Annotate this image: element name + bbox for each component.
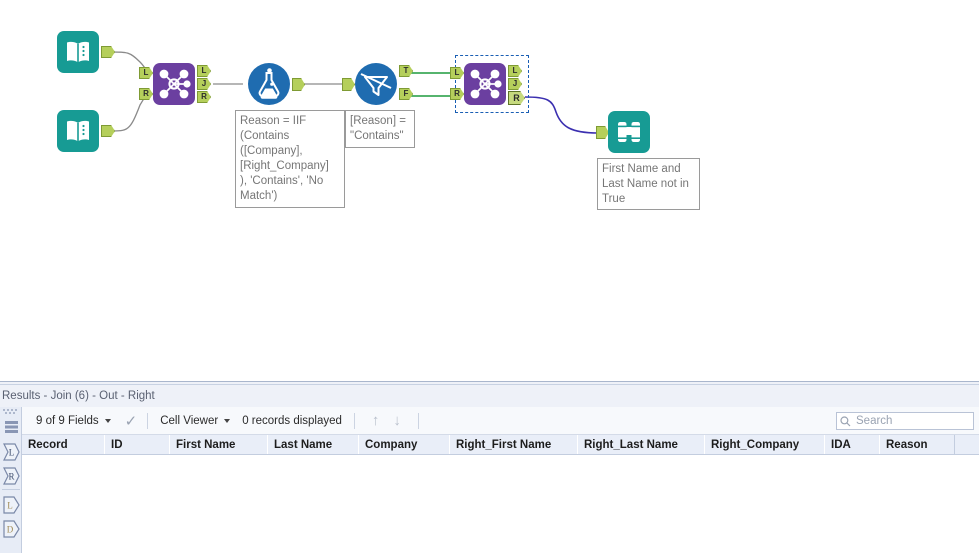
- rail-separator: [2, 489, 20, 490]
- join-input-anchor-l[interactable]: L: [139, 67, 153, 79]
- results-table: Record ID First Name Last Name Company R…: [22, 435, 979, 553]
- pane-divider-shadow: [0, 384, 979, 385]
- toolbar-separator: [353, 412, 355, 429]
- pentagon-d-icon: D: [3, 520, 20, 538]
- svg-text:D: D: [7, 525, 14, 535]
- pentagon-l-icon: L: [3, 496, 20, 514]
- join-tool-body[interactable]: [153, 63, 195, 105]
- workflow-canvas[interactable]: L R: [0, 0, 979, 381]
- join-input-anchor-r[interactable]: R: [450, 88, 464, 100]
- join-output-anchor-l[interactable]: L: [508, 65, 522, 77]
- join-output-anchor-j[interactable]: J: [508, 78, 522, 90]
- chevron-down-icon: [104, 418, 111, 423]
- flow-r-icon: R: [3, 467, 20, 485]
- input-anchor[interactable]: [342, 78, 355, 91]
- book-icon: [67, 41, 89, 63]
- rail-item-right[interactable]: R: [2, 464, 21, 488]
- output-anchor[interactable]: [101, 46, 115, 58]
- filter-icon: [360, 73, 392, 96]
- join-output-anchor-l[interactable]: L: [197, 65, 211, 77]
- rail-item-left[interactable]: L: [2, 440, 21, 464]
- records-displayed-label: 0 records displayed: [242, 414, 342, 427]
- rail-grip-icon[interactable]: [3, 409, 19, 414]
- svg-text:R: R: [8, 472, 14, 482]
- scroll-up-button[interactable]: ↑: [371, 411, 380, 429]
- output-anchor[interactable]: [292, 78, 305, 91]
- results-body: L R L: [0, 407, 979, 553]
- results-side-rail: L R L: [0, 407, 22, 553]
- rail-item-meta-l[interactable]: L: [2, 493, 21, 517]
- stacked-rows-icon: [5, 421, 18, 433]
- output-anchor[interactable]: [101, 125, 115, 137]
- table-header-row: Record ID First Name Last Name Company R…: [22, 435, 979, 455]
- column-header-ida[interactable]: IDA: [825, 435, 880, 454]
- column-header-right-first-name[interactable]: Right_First Name: [450, 435, 578, 454]
- flask-icon: [258, 68, 280, 99]
- binoculars-icon: [618, 122, 640, 142]
- join-input-anchor-l[interactable]: L: [450, 67, 464, 79]
- rail-records-icon[interactable]: [2, 416, 21, 440]
- annotation-formula: Reason = IIF (Contains ([Company], [Righ…: [235, 110, 345, 208]
- input-data-tool-body[interactable]: [57, 110, 99, 152]
- filter-tool-body[interactable]: [355, 63, 397, 105]
- book-icon: [67, 120, 89, 142]
- column-header-record[interactable]: Record: [22, 435, 105, 454]
- toolbar-separator: [147, 412, 149, 429]
- column-header-reason[interactable]: Reason: [880, 435, 955, 454]
- chevron-down-icon: [224, 418, 231, 423]
- search-icon: [840, 415, 851, 426]
- join-output-anchor-r[interactable]: R: [197, 91, 211, 103]
- formula-tool-body[interactable]: [248, 63, 290, 105]
- search-input[interactable]: [854, 414, 964, 428]
- rail-item-meta-d[interactable]: D: [2, 517, 21, 541]
- column-header-right-company[interactable]: Right_Company: [705, 435, 825, 454]
- input-data-tool-body[interactable]: [57, 31, 99, 73]
- selection-marquee: [455, 55, 529, 113]
- filter-output-anchor-true[interactable]: T: [399, 65, 413, 77]
- join-input-anchor-r[interactable]: R: [139, 88, 153, 100]
- results-pane: Results - Join (6) - Out - Right: [0, 381, 979, 553]
- join-icon: [159, 69, 191, 99]
- column-header-company[interactable]: Company: [359, 435, 450, 454]
- svg-text:L: L: [7, 501, 13, 511]
- toolbar-separator: [417, 412, 419, 429]
- results-title: Results - Join (6) - Out - Right: [0, 386, 979, 406]
- annotation-filter: [Reason] = "Contains": [345, 110, 415, 148]
- cell-viewer-selector[interactable]: Cell Viewer: [158, 407, 234, 435]
- results-toolbar: 9 of 9 Fields ✓ Cell Viewer 0 records di…: [22, 407, 979, 435]
- join-output-anchor-j[interactable]: J: [197, 78, 211, 90]
- column-header-id[interactable]: ID: [105, 435, 170, 454]
- join-output-anchor-r[interactable]: R: [508, 91, 525, 105]
- join-tool-body[interactable]: [464, 63, 506, 105]
- annotation-browse: First Name and Last Name not in True: [597, 158, 700, 210]
- fields-selector[interactable]: 9 of 9 Fields: [34, 407, 115, 435]
- filter-output-anchor-false[interactable]: F: [399, 88, 413, 100]
- flow-l-icon: L: [3, 443, 20, 461]
- browse-tool-body[interactable]: [608, 111, 650, 153]
- pane-divider[interactable]: [0, 381, 979, 382]
- checkmark-icon[interactable]: ✓: [124, 412, 138, 430]
- column-header-right-last-name[interactable]: Right_Last Name: [578, 435, 705, 454]
- svg-text:L: L: [9, 448, 15, 458]
- column-header-first-name[interactable]: First Name: [170, 435, 268, 454]
- table-body: [22, 455, 979, 553]
- column-header-last-name[interactable]: Last Name: [268, 435, 359, 454]
- cell-viewer-label: Cell Viewer: [160, 414, 219, 427]
- fields-label: 9 of 9 Fields: [36, 414, 99, 427]
- join-icon: [470, 69, 502, 99]
- scroll-down-button[interactable]: ↓: [393, 411, 401, 429]
- search-box[interactable]: [836, 412, 974, 430]
